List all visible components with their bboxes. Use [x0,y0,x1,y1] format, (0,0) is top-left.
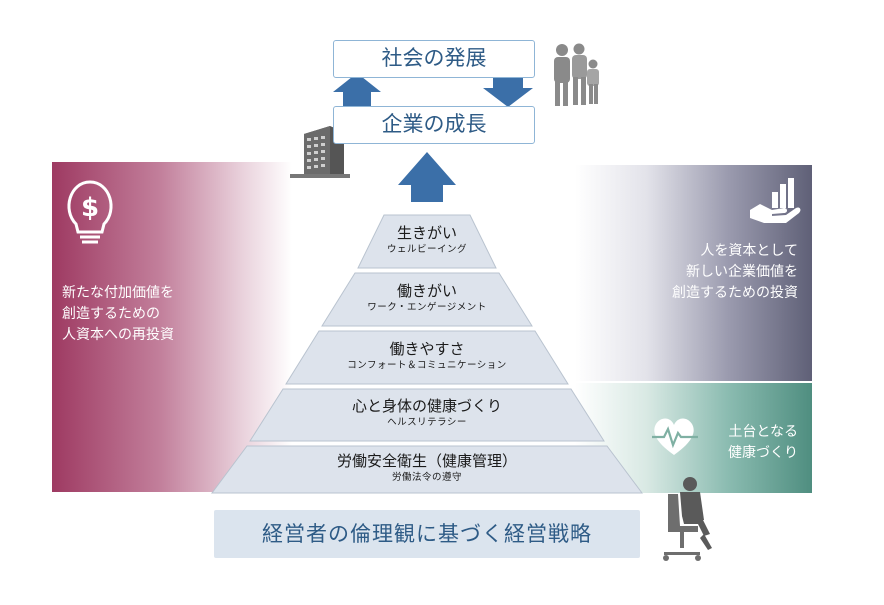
tier-shape-4 [249,388,605,442]
tier-2-title: 働きがい [396,282,457,300]
tier-5-title: 労働安全衛生（健康管理） [336,452,517,470]
society-development-box: 社会の発展 [333,40,535,78]
right-top-panel-text: 人を資本として 新しい企業価値を 創造するための投資 [672,243,798,301]
tier-3-label: 働きやすさ コンフォート＆コミュニケーション [286,339,568,373]
tier-1-label: 生きがい ウェルビーイング [358,223,496,257]
tier-2-subtitle: ワーク・エンゲージメント [367,302,487,313]
tier-3-subtitle: コンフォート＆コミュニケーション [347,360,507,371]
tier-shape-2 [321,272,533,327]
tier-1-title: 生きがい [396,224,457,242]
left-panel-text: 新たな付加価値を 創造するための 人資本への再投資 [62,285,174,343]
tier-shape-3 [285,330,569,385]
down-arrow [483,73,533,107]
heart-pulse-icon [652,418,698,455]
tier-4-title: 心と身体の健康づくり [351,397,502,415]
hand-chart-icon [750,178,801,223]
society-development-label: 社会の発展 [381,46,487,70]
businessman-chair-icon [663,477,712,561]
tier-shape-1 [357,214,497,269]
tier-3-title: 働きやすさ [389,340,465,358]
tier-5-label: 労働安全衛生（健康管理） 労働法令の遵守 [212,451,642,485]
tier-5-subtitle: 労働法令の遵守 [391,472,462,483]
management-strategy-box: 経営者の倫理観に基づく経営戦略 [214,510,640,558]
tier-1-subtitle: ウェルビーイング [386,244,467,255]
company-growth-box: 企業の成長 [333,106,535,144]
company-growth-label: 企業の成長 [381,112,487,136]
up-arrow [333,73,381,107]
tier-2-label: 働きがい ワーク・エンゲージメント [322,281,532,315]
svg-text:$: $ [81,193,99,223]
tier-4-subtitle: ヘルスリテラシー [387,417,467,428]
tier-shape-5 [211,445,643,494]
family-icon [554,43,599,106]
lightbulb-dollar-icon: $ [67,180,113,244]
right-bottom-panel-text: 土台となる 健康づくり [728,424,798,461]
growth-arrow [398,152,456,202]
tier-4-label: 心と身体の健康づくり ヘルスリテラシー [250,396,604,430]
